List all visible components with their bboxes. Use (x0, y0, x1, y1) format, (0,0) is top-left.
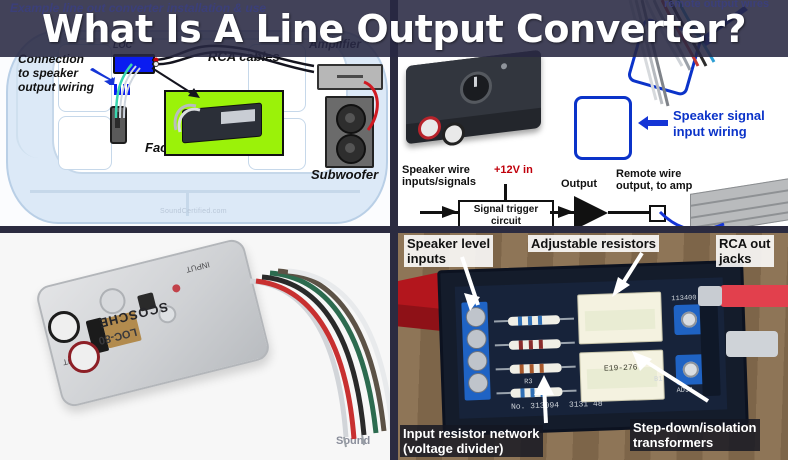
arrow-right-icon (558, 206, 574, 218)
remote-output-terminal (649, 205, 666, 222)
speaker-signal-line2: input wiring (673, 124, 747, 139)
amplifier-symbol-icon (574, 196, 640, 226)
rca-plug-red (698, 285, 788, 307)
woofer-cone (336, 104, 366, 134)
signal-trigger-line2: circuit (490, 216, 521, 226)
windshield-line (16, 48, 62, 158)
resistor (507, 315, 561, 326)
factory-stereo-icon (110, 106, 127, 144)
transformers-line2: transformers (633, 435, 714, 450)
speaker-wire-line1: Speaker wire (402, 164, 470, 176)
subwoofer-icon (325, 96, 374, 168)
arrow-right-icon (442, 206, 458, 218)
isolation-transformer (577, 291, 663, 345)
input-label: INPUT (185, 259, 211, 275)
loc-photo-highlight (164, 90, 284, 156)
title-banner-overlay: What Is A Line Output Converter? (0, 0, 788, 57)
remote-wire-output-label: Remote wire output, to amp (616, 168, 692, 192)
supply-voltage-label: +12V in (494, 164, 533, 176)
wire-segment (420, 211, 458, 214)
rca-plug-silver (726, 331, 778, 357)
watermark-sound-certified: SoundCertified.com (160, 208, 227, 215)
internal-led (171, 283, 182, 294)
output-label: Output (561, 178, 598, 190)
speaker-level-input-terminal-block (461, 301, 491, 401)
car-rear-line (186, 190, 189, 216)
signal-trigger-line1: Signal trigger (473, 204, 539, 215)
rca-out-line1: RCA out (719, 236, 771, 251)
speaker-wire-to-sub (363, 80, 379, 131)
rca-output-jack-white (48, 311, 80, 343)
woofer-cone (336, 134, 366, 164)
speaker-wire-line2: inputs/signals (402, 176, 476, 188)
harness-pigtail-wires (249, 268, 390, 448)
speaker-signal-line1: Speaker signal (673, 108, 765, 123)
input-resistor-arrow-icon (534, 375, 554, 424)
speaker-input-wires-highlight-box (574, 96, 632, 160)
speaker-signal-input-wiring-label: Speaker signal input wiring (673, 108, 765, 140)
adjustable-resistors-arrow-icon (612, 251, 644, 297)
transformers-line1: Step-down/isolation (633, 420, 757, 435)
caption-transformers: Step-down/isolation transformers (630, 419, 760, 451)
gain-knob-icon (460, 69, 492, 106)
rca-output-jack-red (68, 341, 100, 373)
supply-wire (504, 184, 507, 202)
collage-horizontal-divider (0, 226, 788, 233)
remote-wire-line2: output, to amp (616, 180, 693, 192)
caption-rca-out-jacks: RCA out jacks (716, 235, 774, 267)
panel-pcb-internals-photo: R3 E19-276 113400 ADJ1 B1 No. 313094 313… (398, 233, 788, 460)
speaker-wire-bundle (114, 63, 141, 119)
input-resistor-line2: (voltage divider) (403, 441, 504, 456)
car-rear-line (30, 190, 360, 193)
caption-input-resistor-network: Input resistor network (voltage divider) (400, 425, 543, 457)
caption-adjustable-resistors: Adjustable resistors (528, 235, 659, 252)
silkscreen-pot-code: 113400 (671, 294, 697, 304)
connection-label: Connection to speaker output wiring (18, 52, 94, 94)
rca-out-line2: jacks (719, 251, 752, 266)
transformers-arrow-icon (632, 351, 710, 403)
connection-label-line3: output wiring (18, 80, 94, 94)
page-title: What Is A Line Output Converter? (41, 7, 747, 51)
loc-pigtail-wires (173, 103, 201, 133)
signal-trigger-circuit-box: Signal trigger circuit (458, 200, 554, 226)
subwoofer-label: Subwoofer (311, 167, 379, 182)
speaker-level-line2: inputs (407, 251, 446, 266)
silkscreen-part-number-2: 3131 48 (568, 399, 603, 410)
signal-trigger-block-diagram: Speaker wire inputs/signals +12V in Outp… (398, 164, 788, 226)
connection-label-line2: to speaker (18, 66, 79, 80)
resistor (508, 339, 561, 350)
speaker-level-line1: Speaker level (407, 236, 491, 251)
callout-leader-line (151, 67, 200, 98)
panel-scosche-loc-photo: SCOSCHE LOC-80 INPUT OUTPUT Sound (0, 233, 390, 460)
caption-speaker-level-inputs: Speaker level inputs (404, 235, 494, 267)
rca-jack-right (418, 114, 441, 141)
input-resistor-line1: Input resistor network (403, 426, 540, 441)
speaker-wire-input-label: Speaker wire inputs/signals (402, 164, 476, 188)
blue-arrow-icon (90, 68, 115, 85)
loc-device-photo (406, 49, 541, 147)
source-heading-top-right: remote output wires (664, 0, 770, 10)
left-arrow-icon (638, 116, 668, 130)
remote-wire-path (658, 210, 725, 226)
source-heading-top-left: Example line out converter installation … (10, 1, 267, 15)
wire-segment (608, 211, 654, 214)
led-indicator-icon (501, 62, 507, 70)
remote-wire-line1: Remote wire (616, 168, 682, 180)
